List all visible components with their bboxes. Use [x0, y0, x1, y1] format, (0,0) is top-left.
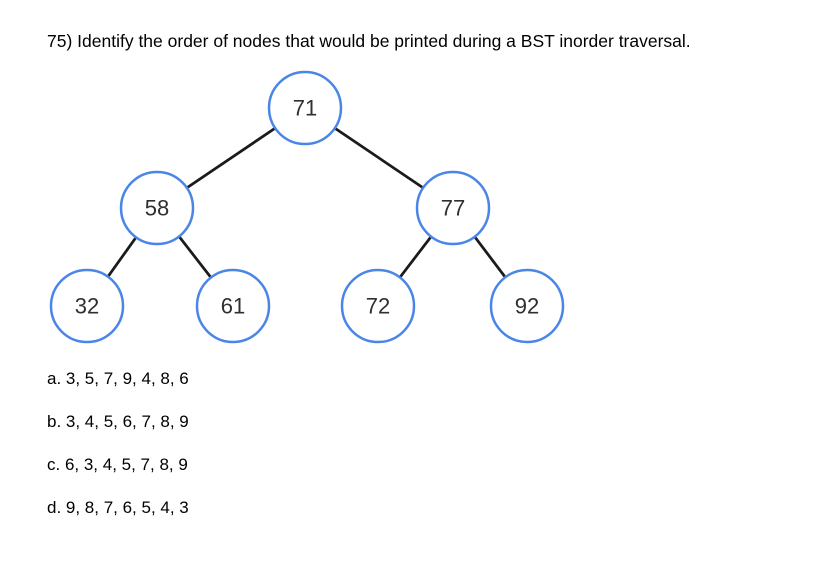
tree-node-value-71: 71 — [293, 96, 317, 121]
tree-node-circle-92 — [489, 268, 565, 344]
tree-node-circle-32 — [49, 268, 125, 344]
tree-node-value-58: 58 — [145, 196, 169, 221]
tree-node-value-72: 72 — [366, 294, 390, 319]
answer-option-a: a. 3, 5, 7, 9, 4, 8, 6 — [47, 369, 189, 388]
tree-node-77: 77 — [415, 170, 491, 246]
tree-node-92: 92 — [489, 268, 565, 344]
tree-node-circle-58 — [119, 170, 195, 246]
tree-node-circle-71 — [267, 70, 343, 146]
tree-node-circle-72 — [340, 268, 416, 344]
tree-node-71: 71 — [267, 70, 343, 146]
question-text: 75) Identify the order of nodes that wou… — [47, 31, 691, 51]
answer-option-b: b. 3, 4, 5, 6, 7, 8, 9 — [47, 412, 189, 431]
tree-node-circle-77 — [415, 170, 491, 246]
tree-node-value-92: 92 — [515, 294, 539, 319]
answer-option-d: d. 9, 8, 7, 6, 5, 4, 3 — [47, 498, 189, 517]
tree-node-circle-61 — [195, 268, 271, 344]
answer-option-c: c. 6, 3, 4, 5, 7, 8, 9 — [47, 455, 188, 474]
tree-node-value-61: 61 — [221, 294, 245, 319]
tree-node-72: 72 — [340, 268, 416, 344]
tree-node-32: 32 — [49, 268, 125, 344]
tree-node-value-32: 32 — [75, 294, 99, 319]
tree-node-value-77: 77 — [441, 196, 465, 221]
tree-node-58: 58 — [119, 170, 195, 246]
tree-node-61: 61 — [195, 268, 271, 344]
